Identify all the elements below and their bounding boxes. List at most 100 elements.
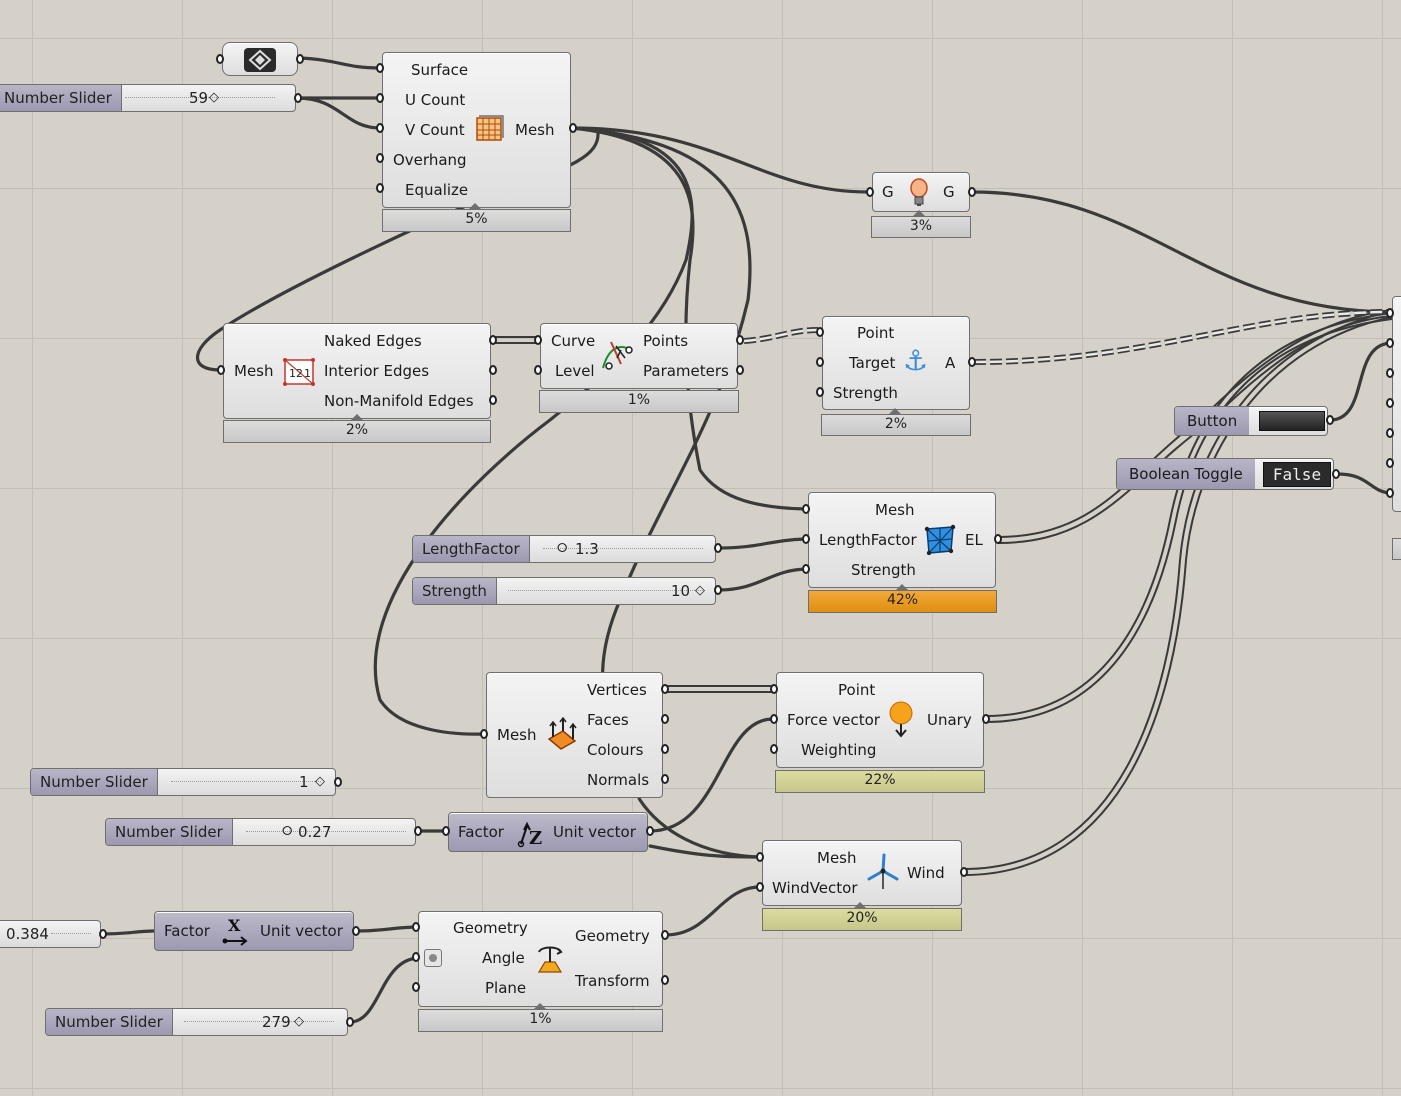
grip[interactable] bbox=[412, 982, 420, 992]
grip[interactable] bbox=[442, 826, 450, 836]
grip[interactable] bbox=[352, 926, 360, 936]
unit-x-component[interactable]: Factor X Unit vector bbox=[154, 911, 354, 951]
slider-knob-icon[interactable]: ⭘ bbox=[282, 824, 293, 839]
unary-force-component[interactable]: Point Force vector Weighting Unary bbox=[776, 672, 984, 768]
grip[interactable] bbox=[736, 365, 744, 375]
mesh-surface-component[interactable]: Surface U Count V Count Overhang Equaliz… bbox=[382, 52, 571, 208]
strength-slider[interactable]: Strength 10 ◇ bbox=[412, 577, 716, 605]
grip[interactable] bbox=[294, 93, 302, 103]
curve-points-component[interactable]: Curve Level Points Parameters bbox=[540, 323, 738, 389]
button-component[interactable]: Button bbox=[1174, 406, 1328, 436]
grip[interactable] bbox=[489, 335, 497, 345]
slider-track[interactable] bbox=[171, 781, 321, 783]
slider-diamond-icon[interactable]: ◇ bbox=[294, 1014, 304, 1029]
grip[interactable] bbox=[1386, 368, 1394, 378]
grip[interactable] bbox=[982, 714, 990, 724]
grip[interactable] bbox=[1386, 458, 1394, 468]
grip[interactable] bbox=[99, 929, 107, 939]
grip[interactable] bbox=[376, 93, 384, 103]
slider-track[interactable] bbox=[508, 590, 703, 592]
grip[interactable] bbox=[489, 365, 497, 375]
grip[interactable] bbox=[646, 826, 654, 836]
slider-diamond-icon[interactable]: ◇ bbox=[209, 90, 219, 105]
number-slider-59[interactable]: Number Slider 59 ◇ bbox=[0, 84, 296, 112]
grip[interactable] bbox=[1326, 415, 1334, 425]
grip[interactable] bbox=[802, 534, 810, 544]
slider-track[interactable] bbox=[125, 97, 275, 99]
grip[interactable] bbox=[534, 335, 542, 345]
boolean-toggle-component[interactable]: Boolean Toggle False bbox=[1116, 458, 1334, 490]
grip[interactable] bbox=[412, 922, 420, 932]
grip[interactable] bbox=[569, 123, 577, 133]
slider-track[interactable] bbox=[246, 831, 406, 833]
grip[interactable] bbox=[661, 975, 669, 985]
grip[interactable] bbox=[661, 774, 669, 784]
grip[interactable] bbox=[960, 867, 968, 877]
grip[interactable] bbox=[1386, 308, 1394, 318]
number-slider-027[interactable]: Number Slider ⭘ 0.27 bbox=[105, 818, 416, 846]
grip[interactable] bbox=[534, 365, 542, 375]
grip[interactable] bbox=[334, 777, 342, 787]
grip[interactable] bbox=[216, 54, 224, 64]
number-slider-279[interactable]: Number Slider 279 ◇ bbox=[45, 1008, 348, 1036]
grip[interactable] bbox=[802, 564, 810, 574]
grip[interactable] bbox=[480, 729, 488, 739]
grip[interactable] bbox=[376, 153, 384, 163]
edge-lengths-component[interactable]: Mesh LengthFactor Strength EL bbox=[808, 492, 996, 588]
grip[interactable] bbox=[770, 684, 778, 694]
grip[interactable] bbox=[816, 327, 824, 337]
grip[interactable] bbox=[714, 543, 722, 553]
anchor-goal-component[interactable]: Point Target Strength ⚓ A bbox=[822, 316, 970, 410]
grip[interactable] bbox=[1332, 469, 1340, 479]
grip[interactable] bbox=[866, 187, 874, 197]
grip[interactable] bbox=[816, 357, 824, 367]
slider-track[interactable] bbox=[51, 933, 91, 935]
grip[interactable] bbox=[736, 335, 744, 345]
mesh-edges-component[interactable]: Mesh 1 2 1 Naked Edges Interior Edges No… bbox=[223, 323, 491, 419]
grip[interactable] bbox=[968, 187, 976, 197]
grip[interactable] bbox=[756, 852, 764, 862]
rotate-component[interactable]: Geometry Angle Plane Geometry Transform bbox=[418, 911, 663, 1007]
grip[interactable] bbox=[816, 387, 824, 397]
grip[interactable] bbox=[1386, 428, 1394, 438]
grip[interactable] bbox=[296, 54, 304, 64]
grip[interactable] bbox=[376, 63, 384, 73]
length-factor-slider[interactable]: LengthFactor ⭘ 1.3 bbox=[412, 535, 716, 563]
grip[interactable] bbox=[346, 1017, 354, 1027]
grip[interactable] bbox=[376, 183, 384, 193]
wind-component[interactable]: Mesh WindVector Wind bbox=[762, 840, 962, 906]
grip[interactable] bbox=[661, 684, 669, 694]
slider-knob-icon[interactable]: ⭘ bbox=[557, 541, 568, 556]
button-press-area[interactable] bbox=[1259, 411, 1325, 431]
slider-diamond-icon[interactable]: ◇ bbox=[315, 774, 325, 789]
angle-degrees-icon[interactable] bbox=[424, 949, 442, 967]
grip[interactable] bbox=[489, 395, 497, 405]
grip[interactable] bbox=[994, 534, 1002, 544]
grip[interactable] bbox=[217, 365, 225, 375]
number-slider-0384[interactable]: 0.384 bbox=[0, 920, 101, 948]
grip[interactable] bbox=[714, 585, 722, 595]
grip[interactable] bbox=[802, 504, 810, 514]
grip[interactable] bbox=[376, 123, 384, 133]
unit-z-component[interactable]: Factor Z Unit vector bbox=[448, 812, 648, 852]
grip[interactable] bbox=[661, 744, 669, 754]
deconstruct-mesh-component[interactable]: Mesh Vertices Faces Colours Normals bbox=[486, 672, 663, 798]
grip[interactable] bbox=[770, 744, 778, 754]
grip[interactable] bbox=[661, 714, 669, 724]
grip[interactable] bbox=[770, 714, 778, 724]
grip[interactable] bbox=[661, 930, 669, 940]
geometry-param[interactable] bbox=[222, 42, 298, 76]
grip[interactable] bbox=[414, 826, 422, 836]
grip[interactable] bbox=[412, 952, 420, 962]
grip[interactable] bbox=[968, 357, 976, 367]
custom-preview-component[interactable]: G G bbox=[872, 172, 970, 212]
slider-track[interactable] bbox=[543, 548, 703, 550]
toggle-value[interactable]: False bbox=[1263, 462, 1331, 487]
grip[interactable] bbox=[756, 882, 764, 892]
grip[interactable] bbox=[1386, 398, 1394, 408]
grip[interactable] bbox=[1386, 338, 1394, 348]
slider-track[interactable] bbox=[184, 1021, 334, 1023]
grip[interactable] bbox=[1386, 488, 1394, 498]
slider-diamond-icon[interactable]: ◇ bbox=[695, 583, 705, 598]
